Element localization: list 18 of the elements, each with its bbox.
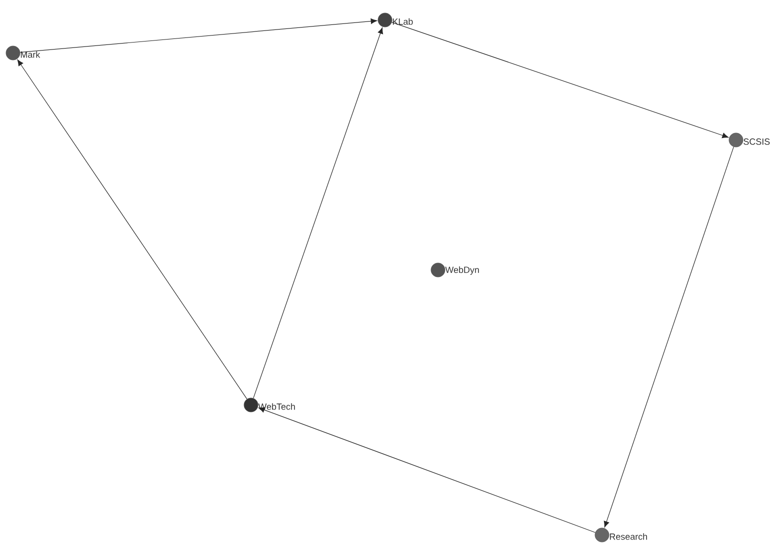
network-node: KLab bbox=[378, 12, 413, 28]
node-label: SCSIS bbox=[744, 138, 770, 145]
arrow bbox=[258, 407, 596, 533]
arrow bbox=[20, 18, 378, 53]
network-node: WebTech bbox=[244, 398, 295, 412]
network-node: Research bbox=[594, 528, 647, 542]
node-label: Mark bbox=[20, 51, 40, 58]
node-label: WebTech bbox=[258, 403, 295, 410]
arrow bbox=[604, 146, 734, 528]
node-label: WebDyn bbox=[445, 266, 479, 275]
network-node: WebDyn bbox=[430, 262, 479, 278]
network-node: SCSIS bbox=[728, 132, 770, 148]
node-label: Research bbox=[610, 533, 647, 540]
node-label: KLab bbox=[392, 18, 413, 25]
arrow bbox=[17, 60, 248, 400]
arrow bbox=[253, 28, 384, 398]
network-node: Mark bbox=[6, 46, 40, 60]
arrow bbox=[392, 22, 728, 138]
